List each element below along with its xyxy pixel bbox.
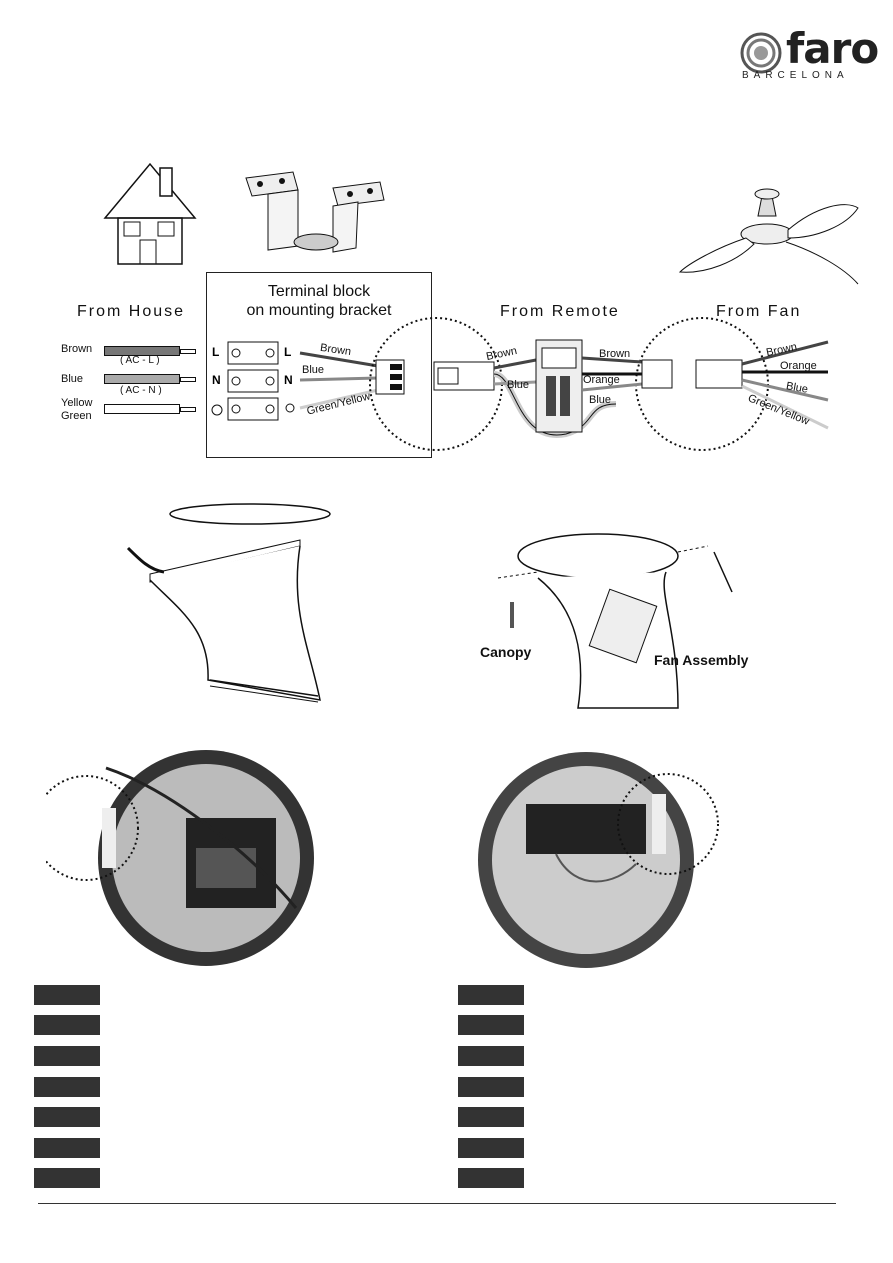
wiring-photo-left [46, 750, 314, 966]
canopy-illustration-right [497, 533, 733, 709]
house-wire-brown [104, 346, 180, 356]
terminal-title-line1: Terminal block [267, 283, 371, 300]
lang-tag-left-3 [34, 1046, 100, 1066]
ceiling-fan-icon [678, 188, 859, 285]
canopy-label: Canopy [480, 644, 532, 660]
terminal-block-diagram: L N L N [211, 341, 405, 421]
terminal-letter-l-right: L [284, 345, 291, 359]
from-fan-label: From Fan [716, 303, 802, 320]
terminal-letter-n-right: N [284, 373, 293, 387]
lang-tag-right-3 [458, 1046, 524, 1066]
lang-tag-left-7 [34, 1168, 100, 1188]
mounting-bracket-icon [245, 171, 385, 253]
remote-left-blue: Blue [507, 379, 530, 391]
remote-right-blue: Blue [589, 394, 612, 406]
terminal-block-title: Terminal block on mounting bracket [206, 282, 432, 320]
connector-diagram [369, 317, 829, 451]
footer-divider [38, 1203, 836, 1204]
terminal-letter-n-left: N [212, 373, 221, 387]
lang-tag-left-4 [34, 1077, 100, 1097]
from-house-label: From House [77, 303, 186, 320]
from-remote-label: From Remote [500, 303, 620, 320]
terminal-letter-l-left: L [212, 345, 219, 359]
canopy-illustration-left [126, 503, 331, 703]
lang-tag-right-4 [458, 1077, 524, 1097]
remote-right-orange: Orange [583, 374, 620, 386]
lang-tag-left-6 [34, 1138, 100, 1158]
fan-assembly-label: Fan Assembly [654, 652, 749, 668]
lang-tag-right-2 [458, 1015, 524, 1035]
house-wire-blue [104, 374, 180, 384]
wiring-photo-right [478, 752, 719, 968]
brand-name: faro [786, 24, 879, 73]
house-wire-yellowgreen [104, 404, 180, 414]
house-wire-brown-label: Brown [61, 343, 93, 355]
lang-tag-left-2 [34, 1015, 100, 1035]
house-wire-yellowgreen-tip [180, 407, 196, 412]
lang-tag-right-6 [458, 1138, 524, 1158]
house-wire-yellowgreen-label: Yellow Green [61, 397, 93, 422]
lang-tag-right-7 [458, 1168, 524, 1188]
house-wire-blue-label: Blue [61, 373, 84, 385]
brand-sub: BARCELONA [742, 70, 849, 81]
fan-wire-orange: Orange [780, 360, 817, 372]
terminal-title-line2: on mounting bracket [246, 302, 392, 319]
lang-tag-left-5 [34, 1107, 100, 1127]
terminal-block-frame [206, 272, 432, 458]
terminal-wire-blue: Blue [302, 364, 325, 376]
lang-tag-right-1 [458, 985, 524, 1005]
lang-tag-right-5 [458, 1107, 524, 1127]
house-wire-brown-tip [180, 349, 196, 354]
house-wire-brown-sub: ( AC - L ) [120, 355, 160, 366]
house-icon [103, 162, 197, 265]
lang-tag-left-1 [34, 985, 100, 1005]
house-wire-blue-sub: ( AC - N ) [120, 385, 162, 396]
faro-logo-mark [740, 32, 782, 74]
remote-right-brown: Brown [599, 348, 631, 360]
house-wire-blue-tip [180, 377, 196, 382]
